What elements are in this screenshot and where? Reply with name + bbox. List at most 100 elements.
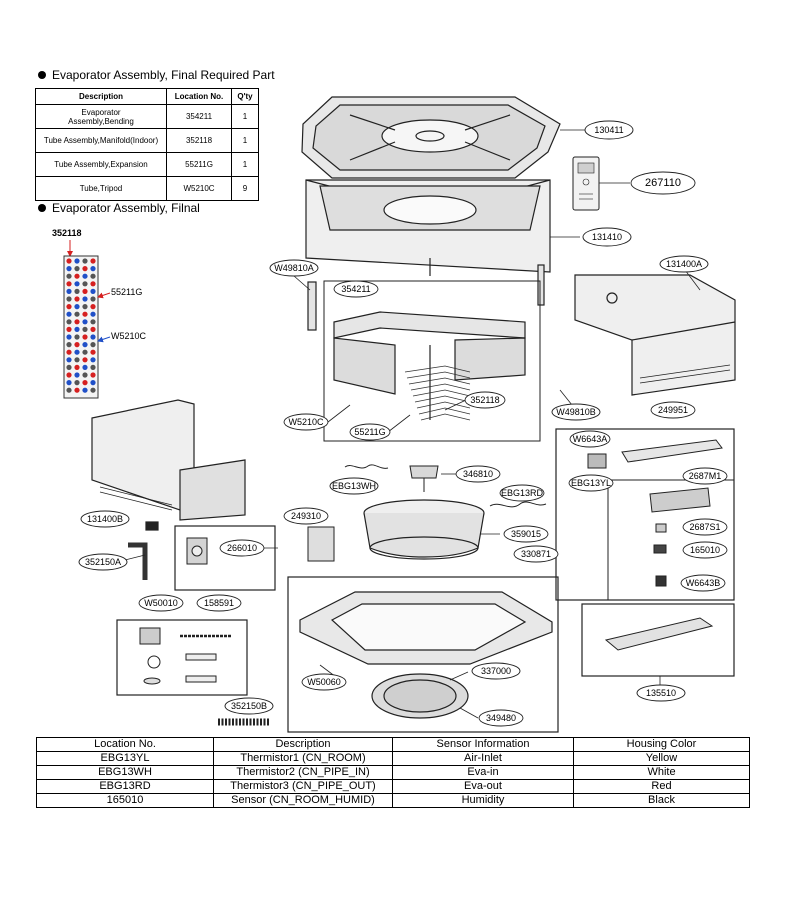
coil-tube-end: [82, 387, 88, 393]
top-grille-part: [301, 96, 561, 179]
part-label: W6643A: [573, 434, 608, 444]
manifold-tube: [420, 413, 471, 421]
coil-tube-end: [82, 326, 88, 332]
coil-tube-end: [66, 281, 72, 287]
callout-ellipse: [196, 594, 242, 612]
coil-tube-end: [82, 311, 88, 317]
coil-tube-end: [66, 296, 72, 302]
part-label: 158591: [204, 598, 234, 608]
callout-ellipse: [499, 484, 545, 502]
coil-tube-end: [82, 273, 88, 279]
install-kit-group: [116, 619, 248, 696]
part-label: 130411: [594, 125, 623, 135]
coil-tube-end: [90, 357, 96, 363]
callout-ellipse: [301, 673, 347, 691]
callout-ellipse: [680, 574, 726, 592]
required-parts-table: Description Location No. Q'ty Evaporator…: [35, 88, 259, 201]
coil-label-352118: 352118: [52, 228, 82, 238]
coil-tube-end: [66, 258, 72, 264]
callout-ellipse: [269, 259, 319, 277]
manifold-tube: [410, 383, 471, 391]
part-label: 55211G: [354, 427, 385, 437]
front-panel-part: [299, 591, 553, 719]
bracket-249310-part: [307, 526, 335, 562]
table-row: Tube Assembly,Manifold(Indoor) 352118 1: [35, 128, 259, 153]
coil-tube-end: [90, 288, 96, 294]
row-info: Humidity: [392, 793, 574, 808]
evaporator-bent-part: [323, 280, 541, 442]
callout-ebg13wh: EBG13WH: [329, 477, 379, 495]
fan-part: [363, 499, 485, 560]
manifold-tube: [414, 395, 471, 403]
coil-tube-end: [82, 342, 88, 348]
coil-tube-end: [66, 372, 72, 378]
row-color: White: [573, 765, 750, 780]
callout-ellipse: [283, 413, 329, 431]
coil-tube-end: [82, 266, 88, 272]
coil-tube-end: [82, 334, 88, 340]
pcb-subgroup: [607, 479, 735, 601]
part-label: 249310: [291, 511, 321, 521]
part-label: W5210C: [288, 417, 324, 427]
manifold-tube: [408, 377, 471, 385]
coil-tube-end: [90, 334, 96, 340]
final-assembly-title: Evaporator Assembly, Filnal: [52, 201, 200, 215]
coil-tube-end: [74, 364, 80, 370]
remote-control-part: [572, 156, 600, 211]
callout-ellipse: [80, 510, 130, 528]
row-info: Eva-in: [392, 765, 574, 780]
cabinet-part: [305, 179, 551, 276]
callout-267110: 267110: [630, 171, 696, 195]
coil-tube-end: [90, 342, 96, 348]
callout-ellipse: [682, 467, 728, 485]
callout-158591: 158591: [196, 594, 242, 612]
callout-2687m1: 2687M1: [682, 467, 728, 485]
manifold-tube: [406, 371, 471, 379]
callout-w6643a: W6643A: [569, 430, 611, 448]
callout-w50010: W50010: [138, 594, 184, 612]
coil-tube-end: [90, 304, 96, 310]
callout-266010: 266010: [219, 539, 265, 557]
coil-tube-end: [90, 380, 96, 386]
row-qty: 9: [231, 176, 259, 201]
coil-tube-end: [82, 319, 88, 325]
coil-tube-end: [82, 304, 88, 310]
part-label: W50060: [307, 677, 341, 687]
part-label: 352150A: [85, 557, 121, 567]
coil-tube-end: [82, 349, 88, 355]
part-label: 165010: [690, 545, 720, 555]
part-label: 359015: [511, 529, 541, 539]
coil-tube-end: [74, 380, 80, 386]
coil-tube-end: [66, 387, 72, 393]
part-label: W49810A: [274, 263, 314, 273]
coil-tube-end: [74, 372, 80, 378]
row-description: Sensor (CN_ROOM_HUMID): [213, 793, 393, 808]
callout-346810: 346810: [455, 465, 501, 483]
table-row: EBG13RD Thermistor3 (CN_PIPE_OUT) Eva-ou…: [36, 779, 750, 794]
table-row: EBG13WH Thermistor2 (CN_PIPE_IN) Eva-in …: [36, 765, 750, 780]
part-label: 349480: [486, 713, 516, 723]
coil-tube-end: [66, 334, 72, 340]
header-housing-color: Housing Color: [573, 737, 750, 752]
callout-354211: 354211: [333, 280, 379, 298]
callout-330871: 330871: [513, 545, 559, 563]
coil-tube-end: [82, 258, 88, 264]
part-label: 352150B: [231, 701, 267, 711]
coil-tube-end: [74, 342, 80, 348]
callout-ellipse: [568, 474, 614, 492]
row-location: EBG13YL: [36, 751, 214, 766]
callout-352118: 352118: [464, 391, 506, 409]
row-color: Yellow: [573, 751, 750, 766]
row-location: W5210C: [166, 176, 232, 201]
valve-box: [174, 525, 276, 591]
thermistor-wh-wire: [344, 464, 389, 469]
callout-ellipse: [78, 553, 128, 571]
part-label: EBG13WH: [332, 481, 376, 491]
part-label: EBG13RD: [501, 488, 544, 498]
row-color: Red: [573, 779, 750, 794]
callout-ellipse: [584, 120, 634, 140]
coil-tube-end: [66, 319, 72, 325]
coil-tube-end: [90, 349, 96, 355]
callout-ellipse: [582, 227, 632, 247]
